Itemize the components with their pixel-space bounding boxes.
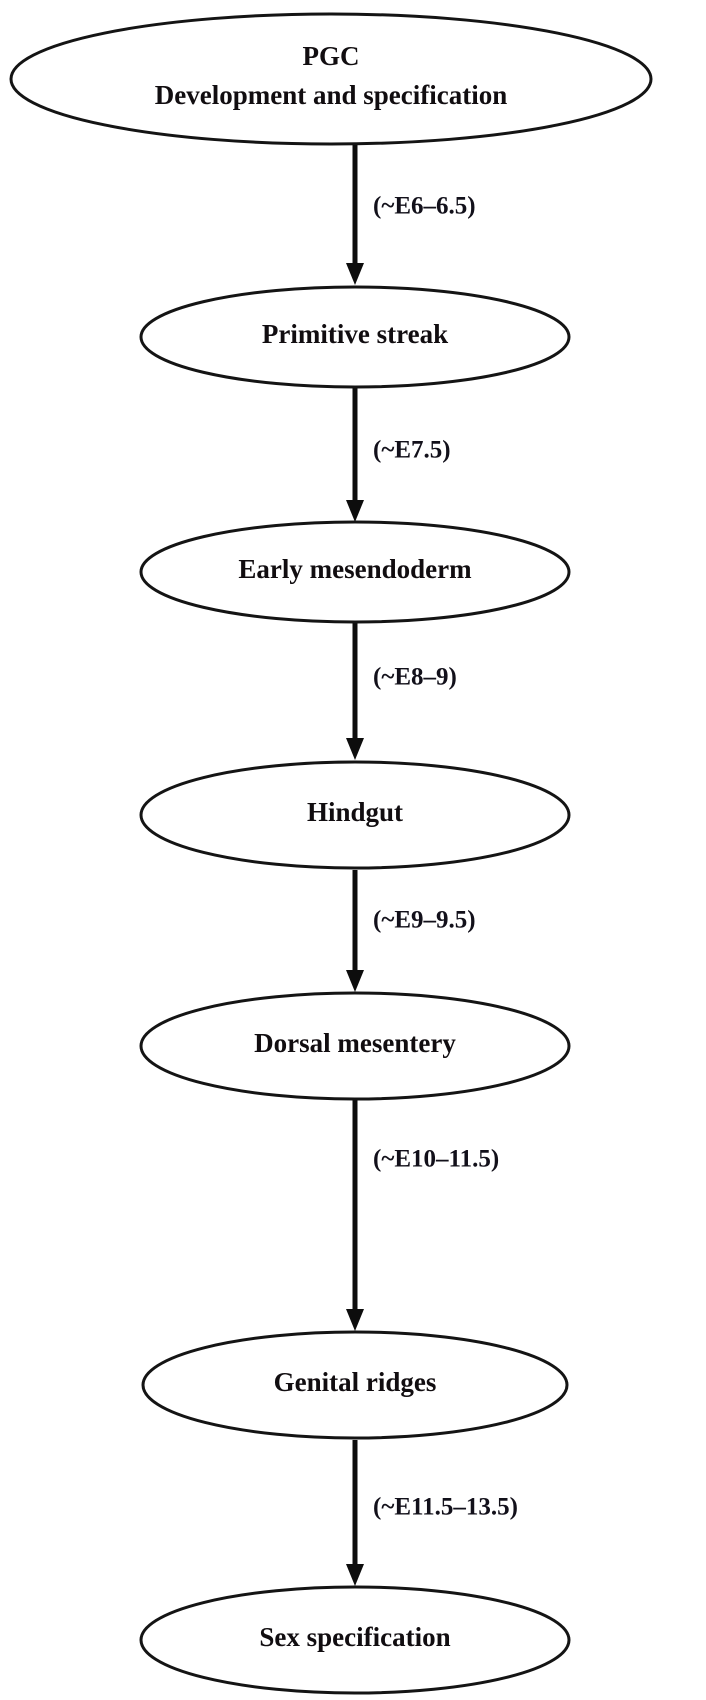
node-label: Sex specification (259, 1622, 450, 1652)
node-ellipse (139, 760, 571, 870)
node-pgc[interactable]: PGC Development and specification (9, 12, 653, 146)
node-label-line2: Development and specification (155, 80, 507, 110)
arrowhead-icon (346, 1564, 364, 1586)
edge-label-edge-pgc-to-primitive-streak: (~E6–6.5) (373, 193, 476, 220)
arrowhead-icon (346, 970, 364, 992)
node-label: Early mesendoderm (238, 554, 472, 584)
edge-labels-layer: (~E6–6.5) (~E7.5) (~E8–9) (~E9–9.5) (~E10–11… (373, 193, 518, 1521)
edge-early-mesendoderm-to-hindgut (346, 623, 364, 760)
edge-hindgut-to-dorsal-mesentery (346, 870, 364, 992)
edge-genital-ridges-to-sex-specification (346, 1440, 364, 1586)
edges-layer (346, 145, 364, 1586)
node-ellipse (139, 520, 571, 624)
edge-pgc-to-primitive-streak (346, 145, 364, 285)
edge-label-edge-genital-ridges-to-sex-specification: (~E11.5–13.5) (373, 1494, 518, 1521)
node-ellipse (139, 991, 571, 1101)
node-early-mesendoderm[interactable]: Early mesendoderm (139, 520, 571, 624)
edge-label-edge-early-mesendoderm-to-hindgut: (~E8–9) (373, 664, 457, 691)
node-primitive-streak[interactable]: Primitive streak (139, 285, 571, 389)
edge-label-edge-primitive-streak-to-early-mesendoderm: (~E7.5) (373, 437, 451, 464)
node-hindgut[interactable]: Hindgut (139, 760, 571, 870)
edge-primitive-streak-to-early-mesendoderm (346, 388, 364, 522)
node-label: Dorsal mesentery (254, 1028, 456, 1058)
node-sex-specification[interactable]: Sex specification (139, 1585, 571, 1695)
arrowhead-icon (346, 500, 364, 522)
nodes-layer: PGC Development and specificationPrimitiv… (9, 12, 653, 1695)
node-genital-ridges[interactable]: Genital ridges (141, 1330, 569, 1440)
node-label-line1: PGC (303, 41, 360, 71)
node-ellipse (141, 1330, 569, 1440)
node-ellipse (139, 285, 571, 389)
arrowhead-icon (346, 263, 364, 285)
node-label: Primitive streak (262, 319, 448, 349)
edge-label-edge-dorsal-mesentery-to-genital-ridges: (~E10–11.5) (373, 1146, 499, 1173)
node-ellipse (9, 12, 653, 146)
node-ellipse (139, 1585, 571, 1695)
node-label: Genital ridges (274, 1367, 437, 1397)
arrowhead-icon (346, 738, 364, 760)
edge-dorsal-mesentery-to-genital-ridges (346, 1100, 364, 1331)
node-dorsal-mesentery[interactable]: Dorsal mesentery (139, 991, 571, 1101)
arrowhead-icon (346, 1309, 364, 1331)
node-label: Hindgut (307, 797, 403, 827)
edge-label-edge-hindgut-to-dorsal-mesentery: (~E9–9.5) (373, 907, 476, 934)
